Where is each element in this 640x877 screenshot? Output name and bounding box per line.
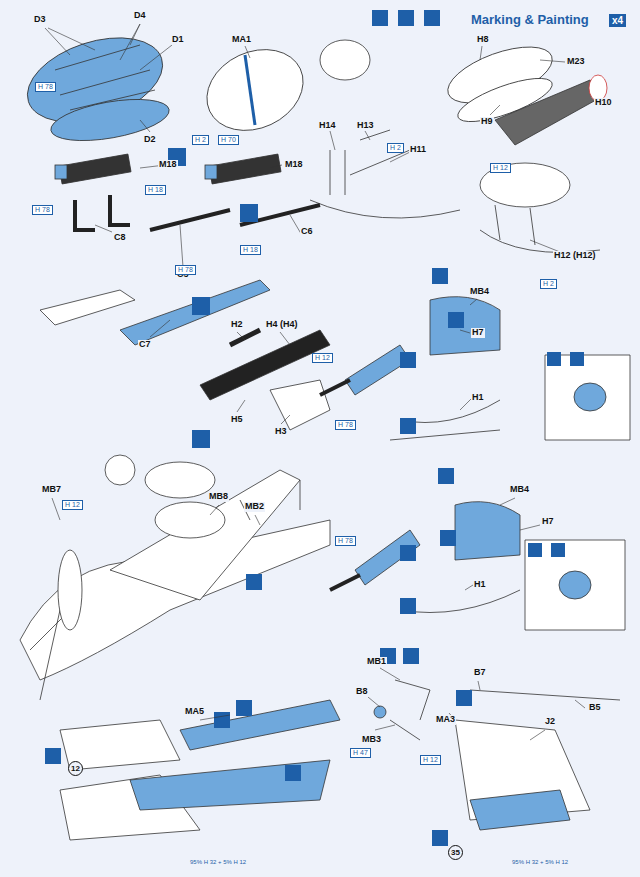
part-label: M18 bbox=[284, 160, 304, 170]
paint-code: H 12 bbox=[312, 353, 333, 363]
part-label: H2 bbox=[230, 320, 244, 330]
part-label: MB7 bbox=[41, 485, 62, 495]
part-label: MB1 bbox=[366, 657, 387, 667]
paint-code: H 2 bbox=[192, 135, 209, 145]
part-label: M18 bbox=[158, 160, 178, 170]
paint-code: H 2 bbox=[387, 143, 404, 153]
part-label: MB4 bbox=[469, 287, 490, 297]
part-label: MA1 bbox=[231, 35, 252, 45]
part-label: H9 bbox=[480, 117, 494, 127]
part-label: H1 bbox=[473, 580, 487, 590]
part-label: H14 bbox=[318, 121, 337, 131]
part-label: H3 bbox=[274, 427, 288, 437]
paint-code: H 12 bbox=[420, 755, 441, 765]
part-label: MA5 bbox=[184, 707, 205, 717]
part-label: H1 bbox=[471, 393, 485, 403]
part-label: B5 bbox=[588, 703, 602, 713]
part-label: M23 bbox=[566, 57, 586, 67]
paint-code: H 78 bbox=[335, 420, 356, 430]
paint-code: H 78 bbox=[335, 536, 356, 546]
part-label: H10 bbox=[594, 98, 613, 108]
part-label: C8 bbox=[113, 233, 127, 243]
paint-code: H 18 bbox=[145, 185, 166, 195]
paint-code: H 70 bbox=[218, 135, 239, 145]
part-label: D3 bbox=[33, 15, 47, 25]
part-label: B7 bbox=[473, 668, 487, 678]
part-label: H8 bbox=[476, 35, 490, 45]
sheet-badge: x4 bbox=[609, 14, 626, 27]
paint-code: H 2 bbox=[540, 279, 557, 289]
part-label: MB4 bbox=[509, 485, 530, 495]
part-label: D2 bbox=[143, 135, 157, 145]
part-label: D4 bbox=[133, 11, 147, 21]
paint-code: H 78 bbox=[175, 265, 196, 275]
paint-mix: 95% H 32 + 5% H 12 bbox=[511, 859, 569, 866]
part-label: H13 bbox=[356, 121, 375, 131]
paint-code: H 47 bbox=[350, 748, 371, 758]
paint-mix: 95% H 32 + 5% H 12 bbox=[189, 859, 247, 866]
heading: Marking & Painting bbox=[470, 13, 590, 27]
part-label: H4 (H4) bbox=[265, 320, 299, 330]
paint-code: H 78 bbox=[35, 82, 56, 92]
part-label: H11 bbox=[409, 145, 427, 155]
part-label: B8 bbox=[355, 687, 369, 697]
callout-number: 12 bbox=[68, 761, 83, 776]
part-label: D1 bbox=[171, 35, 185, 45]
paint-code: H 12 bbox=[490, 163, 511, 173]
part-label: C7 bbox=[138, 340, 152, 350]
part-label: H7 bbox=[471, 328, 485, 338]
paint-code: H 18 bbox=[240, 245, 261, 255]
part-label: C6 bbox=[300, 227, 314, 237]
callout-number: 35 bbox=[448, 845, 463, 860]
paint-code: H 78 bbox=[32, 205, 53, 215]
part-label: H7 bbox=[541, 517, 555, 527]
part-label: MA3 bbox=[435, 715, 456, 725]
part-label: MB8 bbox=[208, 492, 229, 502]
part-label: H12 (H12) bbox=[553, 251, 597, 261]
part-label: MB2 bbox=[244, 502, 265, 512]
part-label: J2 bbox=[544, 717, 556, 727]
part-label: H5 bbox=[230, 415, 244, 425]
paint-code: H 12 bbox=[62, 500, 83, 510]
part-label: MB3 bbox=[361, 735, 382, 745]
